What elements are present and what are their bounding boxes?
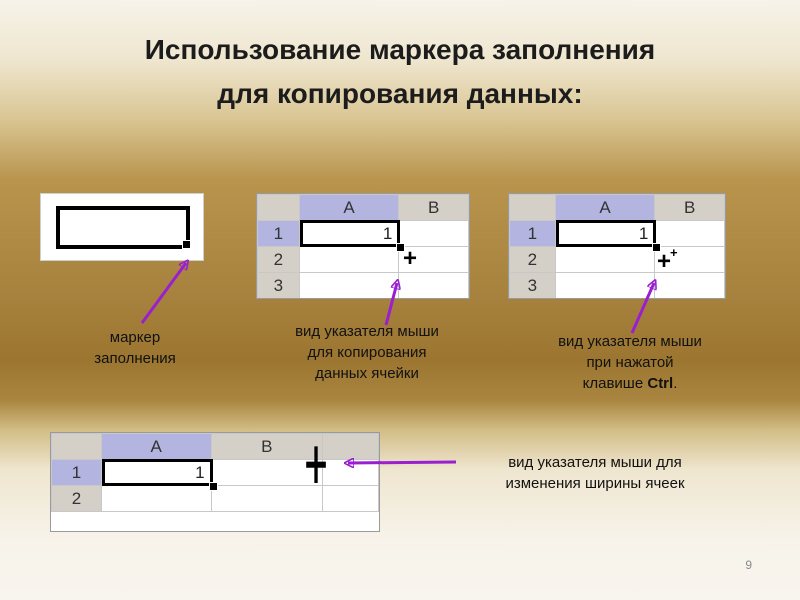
caption-line: вид указателя мыши — [558, 333, 702, 350]
fill-handle — [209, 482, 218, 491]
column-resize-cursor-icon: ┿ — [307, 449, 326, 482]
copy-plus-cursor-icon: + — [657, 248, 672, 275]
corner-cell — [509, 194, 556, 221]
fill-marker-illustration — [40, 193, 204, 261]
sheet-width-cursor: A B 1 1 2 ┿ — [50, 432, 380, 532]
arrow-fill-marker — [140, 263, 186, 324]
title-line-1: Использование маркера заполнения — [144, 34, 656, 65]
caption-line: маркер — [109, 329, 161, 346]
row-header-2: 2 — [509, 246, 556, 273]
title-line-2: для копирования данных: — [217, 78, 583, 109]
cell-c2 — [322, 485, 379, 512]
cell-a3 — [554, 272, 656, 298]
fill-handle — [396, 243, 405, 252]
caption-text: клавише — [582, 375, 644, 392]
cell-b1 — [210, 459, 324, 486]
row-header-3: 3 — [509, 272, 556, 298]
cell-a1: 1 — [298, 220, 400, 247]
caption-text: . — [673, 375, 678, 392]
cell-a2 — [100, 485, 212, 512]
fill-handle — [652, 243, 661, 252]
sheet-grid: A B 1 1 2 3 — [509, 194, 725, 298]
cell-a2 — [554, 246, 656, 273]
ctrl-key-label: Ctrl — [647, 375, 674, 392]
arrow-ctrl-cursor — [630, 283, 654, 334]
caption-line: изменения ширины ячеек — [505, 475, 685, 492]
cell-a3 — [298, 272, 400, 298]
selection-rectangle — [56, 206, 190, 249]
row-header-2: 2 — [257, 246, 300, 273]
column-header-b: B — [210, 433, 324, 460]
fill-handle — [182, 240, 191, 249]
column-header-c — [322, 433, 379, 460]
arrow-width-cursor — [348, 462, 457, 463]
row-header-2: 2 — [51, 485, 102, 512]
caption-line: заполнения — [94, 350, 176, 367]
caption-line: вид указателя мыши — [295, 323, 439, 340]
cell-b1 — [398, 220, 469, 247]
caption-copy-cursor: вид указателя мыши для копирования данны… — [262, 321, 472, 384]
caption-line: данных ячейки — [315, 365, 419, 382]
page-number: 9 — [745, 558, 752, 572]
sheet-grid: A B 1 1 2 — [51, 433, 379, 512]
caption-line: вид указателя мыши для — [508, 454, 682, 471]
slide-title: Использование маркера заполнения для коп… — [40, 28, 760, 116]
row-header-3: 3 — [257, 272, 300, 298]
column-header-b: B — [398, 194, 469, 221]
sheet-ctrl-cursor: A B 1 1 2 3 + + — [508, 193, 726, 299]
cell-b2 — [654, 246, 725, 273]
corner-cell — [51, 433, 102, 460]
cell-b2 — [398, 246, 469, 273]
row-header-1: 1 — [257, 220, 300, 247]
cell-b2 — [210, 485, 324, 512]
cell-b3 — [398, 272, 469, 298]
caption-fill-marker: маркер заполнения — [60, 327, 210, 369]
caption-line: для копирования — [307, 344, 427, 361]
copy-plus-cursor-icon: + — [403, 245, 418, 272]
cell-a1: 1 — [554, 220, 656, 247]
ctrl-small-plus-icon: + — [670, 245, 678, 260]
cell-a1: 1 — [100, 459, 212, 486]
sheet-copy-cursor: A B 1 1 2 3 + — [256, 193, 470, 299]
row-header-1: 1 — [509, 220, 556, 247]
caption-ctrl-cursor: вид указателя мыши при нажатой клавише C… — [520, 331, 740, 394]
arrow-copy-cursor — [384, 283, 397, 326]
column-header-b: B — [654, 194, 725, 221]
cell-b3 — [654, 272, 725, 298]
caption-line: клавише Ctrl. — [520, 373, 740, 394]
caption-width-cursor: вид указателя мыши для изменения ширины … — [470, 452, 720, 494]
column-header-a: A — [554, 194, 656, 221]
sheet-grid: A B 1 1 2 3 — [257, 194, 469, 298]
caption-line: при нажатой — [586, 354, 674, 371]
